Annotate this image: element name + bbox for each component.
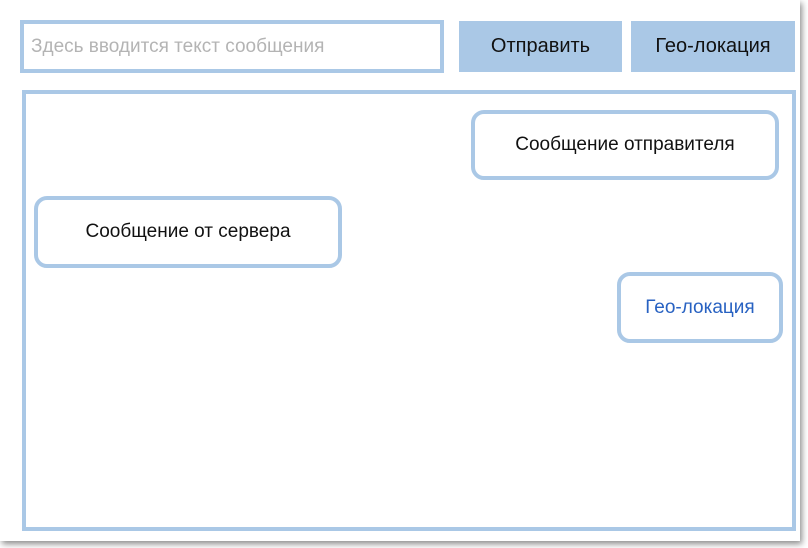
geo-location-button[interactable]: Гео-локация [631, 21, 795, 72]
send-button[interactable]: Отправить [459, 21, 622, 72]
geo-location-message-bubble: Гео-локация [617, 272, 783, 343]
server-message-bubble: Сообщение от сервера [34, 196, 342, 268]
geo-location-link[interactable]: Гео-локация [645, 296, 755, 318]
message-input[interactable] [20, 20, 444, 73]
server-message-text: Сообщение от сервера [85, 221, 291, 242]
chat-window: Отправить Гео-локация Сообщение отправит… [20, 20, 796, 531]
sender-message-text: Сообщение отправителя [515, 134, 735, 155]
sender-message-bubble: Сообщение отправителя [471, 110, 779, 180]
